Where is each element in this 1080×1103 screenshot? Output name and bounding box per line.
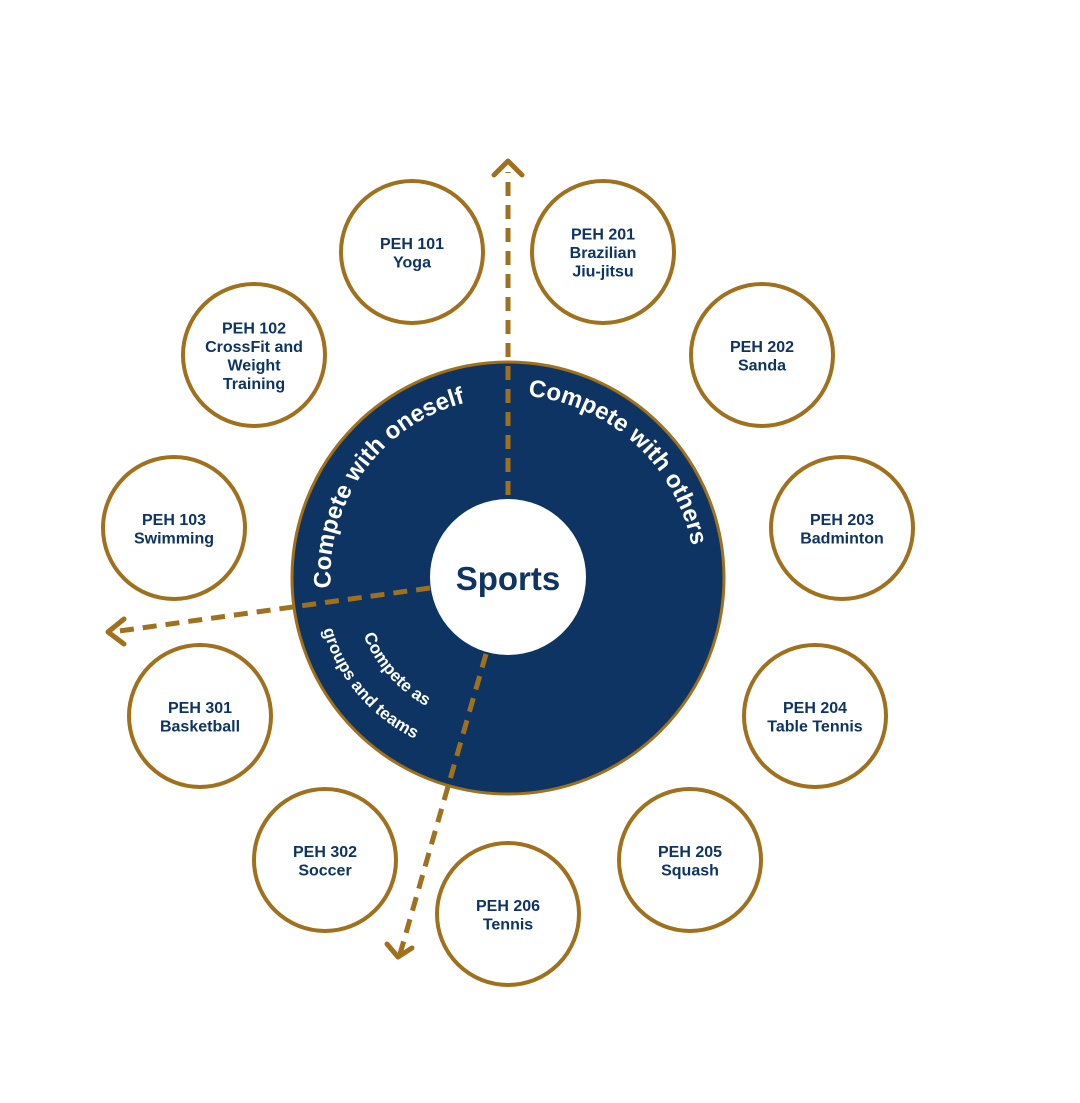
course-code: PEH 102 [222, 320, 286, 337]
course-circle [742, 643, 888, 789]
course-circle [617, 787, 763, 933]
course-name: Squash [661, 862, 719, 879]
course-name: Basketball [160, 718, 240, 735]
course-code: PEH 203 [810, 512, 874, 529]
course-name: Weight [227, 357, 281, 374]
center-circle [430, 499, 586, 655]
arrow-up-icon [491, 158, 525, 178]
course-code: PEH 206 [476, 898, 540, 915]
course-name: Badminton [800, 530, 884, 547]
course-name: Swimming [134, 530, 214, 547]
course-name: Soccer [298, 862, 351, 879]
course-circle [689, 282, 835, 428]
course-circle [435, 841, 581, 987]
course-name: CrossFit and [205, 339, 303, 356]
arrow-left-icon [105, 616, 127, 647]
course-circle [769, 455, 915, 601]
course-code: PEH 301 [168, 700, 232, 717]
course-code: PEH 205 [658, 844, 722, 861]
divider-left [111, 585, 431, 635]
divider-lines [111, 172, 511, 955]
course-code: PEH 302 [293, 844, 357, 861]
course-code: PEH 201 [571, 227, 635, 244]
course-code: PEH 204 [783, 700, 847, 717]
course-circle [530, 179, 676, 325]
course-name: Yoga [393, 254, 431, 271]
course-circle [339, 179, 485, 325]
course-circle [252, 787, 398, 933]
course-name: Training [223, 376, 285, 393]
course-code: PEH 202 [730, 339, 794, 356]
course-name: Brazilian [570, 245, 637, 262]
course-circle [127, 643, 273, 789]
course-name: Jiu-jitsu [572, 264, 633, 281]
course-code: PEH 103 [142, 512, 206, 529]
course-circle [101, 455, 247, 601]
arrow-heads [105, 158, 525, 960]
course-name: Tennis [483, 916, 533, 933]
course-code: PEH 101 [380, 236, 444, 253]
center-label: Sports [456, 560, 561, 597]
course-name: Sanda [738, 357, 786, 374]
course-name: Table Tennis [767, 718, 863, 735]
course-circle [181, 282, 327, 428]
arrow-down-icon [384, 941, 415, 960]
divider-down [397, 653, 489, 955]
